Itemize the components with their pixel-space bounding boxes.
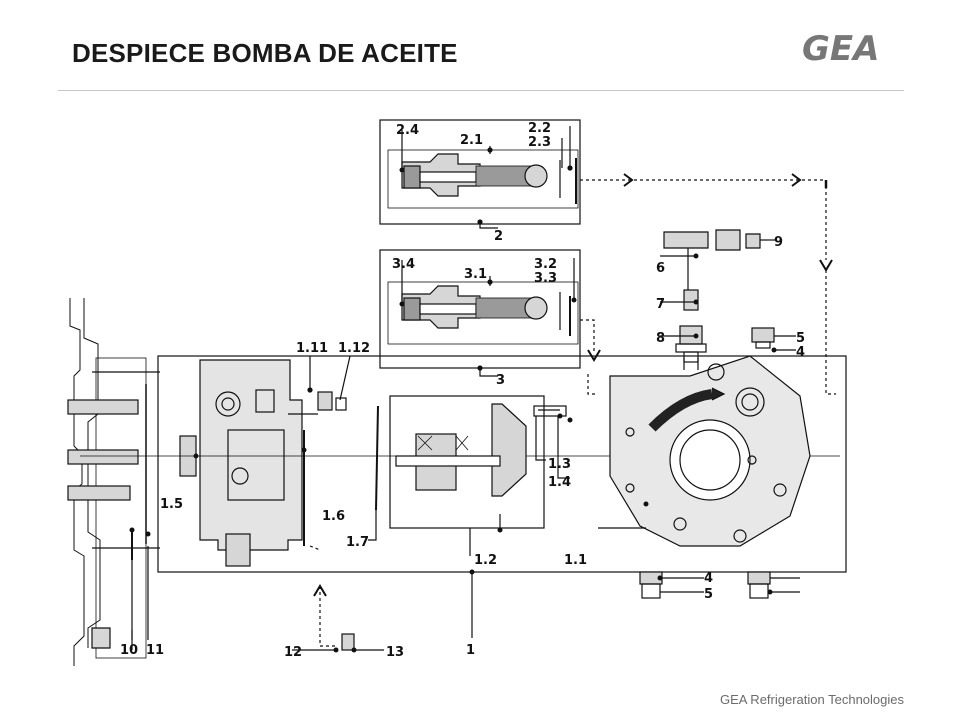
- screws-bottom: [639, 571, 800, 599]
- label-9: 9: [774, 235, 783, 250]
- oil-pump-exploded-diagram: 2.4 2.1 2.2 2.3 2 3.4 3.1 3.2 3.3 3 9 6 …: [67, 119, 847, 666]
- part-1-7: [368, 405, 379, 541]
- pump-housing-1-1: [598, 355, 811, 547]
- valve-assembly-3: [379, 249, 601, 377]
- valve-assembly-2: [379, 119, 833, 272]
- label-1-11: 1.11: [296, 341, 328, 356]
- logo-text: GEA: [802, 29, 879, 68]
- label-1-6: 1.6: [322, 509, 345, 524]
- label-3-2: 3.2: [534, 257, 557, 272]
- label-3-1: 3.1: [464, 267, 487, 282]
- label-3-3: 3.3: [534, 271, 557, 286]
- footer-company: GEA Refrigeration Technologies: [719, 692, 904, 707]
- label-4-top: 4: [796, 345, 805, 360]
- label-12: 12: [284, 645, 302, 660]
- parts-1-11-1-12: [288, 355, 351, 415]
- parts-bottom: [131, 545, 473, 651]
- label-1-5: 1.5: [160, 497, 183, 512]
- label-2-4: 2.4: [396, 123, 419, 138]
- label-1-4: 1.4: [548, 475, 571, 490]
- label-13: 13: [386, 645, 404, 660]
- label-10: 10: [120, 643, 138, 658]
- label-3: 3: [496, 373, 505, 388]
- label-6: 6: [656, 261, 665, 276]
- label-5-bottom: 5: [704, 587, 713, 602]
- part-labels: 2.4 2.1 2.2 2.3 2 3.4 3.1 3.2 3.3 3 9 6 …: [120, 121, 805, 660]
- label-1-2: 1.2: [474, 553, 497, 568]
- label-1: 1: [466, 643, 475, 658]
- label-3-4: 3.4: [392, 257, 415, 272]
- label-11: 11: [146, 643, 164, 658]
- gea-logo: GEA: [802, 29, 879, 68]
- fittings-top: [587, 229, 836, 395]
- header-divider: [58, 90, 904, 91]
- main-frame: [157, 355, 847, 573]
- parts-1-3-1-4: [533, 405, 570, 479]
- compressor-housing: [67, 298, 160, 666]
- label-1-7: 1.7: [346, 535, 369, 550]
- label-1-12: 1.12: [338, 341, 370, 356]
- label-1-3: 1.3: [548, 457, 571, 472]
- shaft-seal-1-2: [389, 395, 545, 556]
- label-2-2: 2.2: [528, 121, 551, 136]
- label-2-3: 2.3: [528, 135, 551, 150]
- page-title: DESPIECE BOMBA DE ACEITE: [72, 38, 458, 68]
- label-2-1: 2.1: [460, 133, 483, 148]
- label-7: 7: [656, 297, 665, 312]
- label-8: 8: [656, 331, 665, 346]
- label-2: 2: [494, 229, 503, 244]
- label-5-top: 5: [796, 331, 805, 346]
- label-1-1: 1.1: [564, 553, 587, 568]
- label-4-bottom: 4: [704, 571, 713, 586]
